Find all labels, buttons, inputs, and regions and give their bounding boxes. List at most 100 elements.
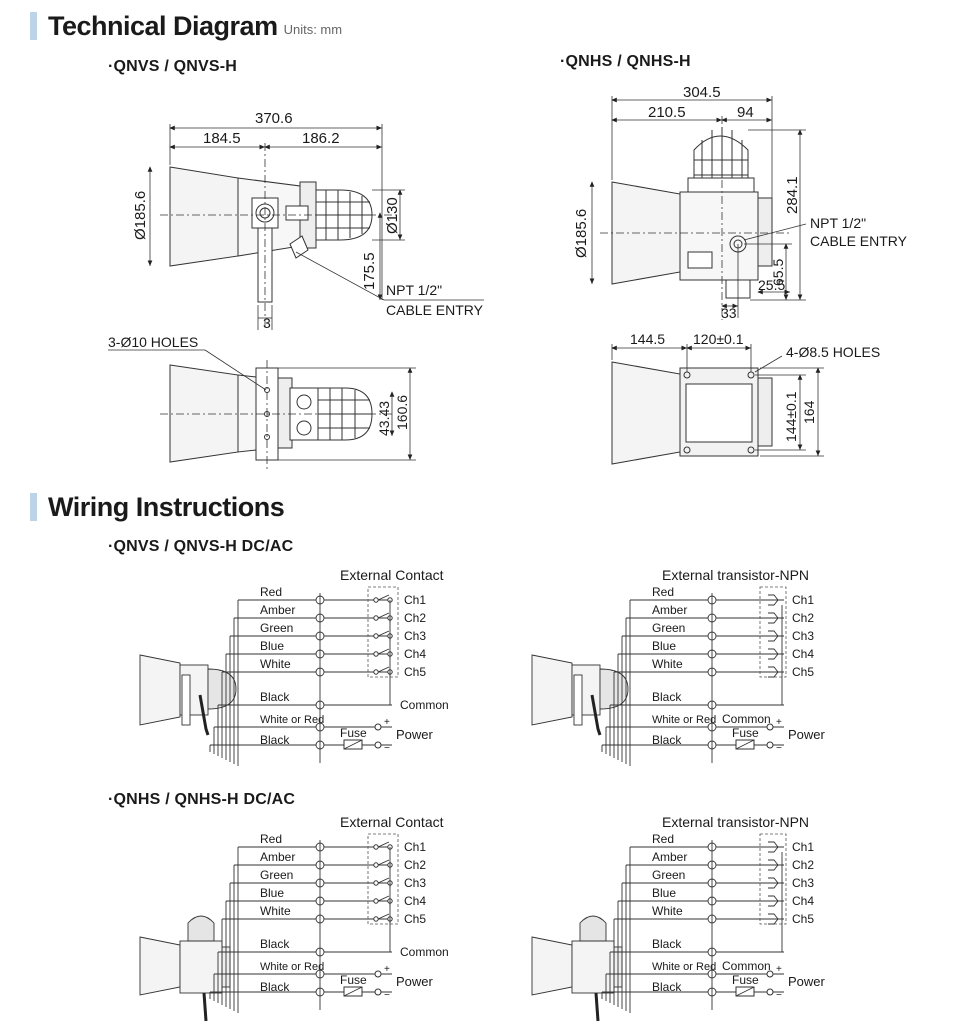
power-terminal-icon: [766, 970, 774, 978]
power-label: Power: [396, 727, 434, 742]
qnhs-contact-wiring: External ContactRedAmberGreenBlueWhiteBl…: [139, 814, 449, 1022]
horn-icon: [531, 654, 573, 726]
power-terminal-icon: [374, 970, 382, 978]
channel-label: Ch2: [792, 611, 814, 625]
white-or-red-label: White or Red: [652, 961, 716, 973]
cable-icon: [198, 694, 210, 736]
black-wire-label: Black: [652, 937, 682, 951]
beacon-icon: [579, 915, 607, 942]
channel-label: Ch3: [404, 629, 426, 643]
contact-icon: [373, 862, 379, 868]
qnvs-dim-total: 370.6: [255, 110, 293, 127]
technical-diagram-header: Technical Diagram Units: mm: [30, 12, 342, 40]
cable-icon: [590, 694, 602, 736]
channel-label: Ch1: [404, 593, 426, 607]
wire-color-label: White: [260, 904, 291, 918]
qnhs-dim-a: 210.5: [648, 104, 686, 121]
housing-icon: [571, 940, 615, 994]
black2-wire-label: Black: [260, 980, 290, 994]
contact-icon: [373, 844, 379, 850]
bracket-icon: [181, 674, 191, 726]
qnvs-cable-entry: CABLE ENTRY: [386, 302, 484, 318]
wire-color-label: Green: [652, 621, 685, 635]
contact-icon: [373, 651, 379, 657]
common-label: Common: [400, 698, 449, 712]
transistor-icon: [768, 913, 779, 925]
qnvs-side-view: [169, 166, 373, 303]
channel-label: Ch5: [404, 665, 426, 679]
channel-label: Ch5: [404, 912, 426, 926]
qnvs-model-title: ·QNVS / QNVS-H: [108, 58, 238, 75]
wire-color-label: Amber: [260, 603, 295, 617]
minus-label: −: [384, 990, 390, 1001]
bracket-icon: [573, 674, 583, 726]
wire-color-label: Amber: [260, 850, 295, 864]
power-label: Power: [788, 974, 826, 989]
channel-label: Ch3: [404, 876, 426, 890]
wire-color-label: Amber: [652, 603, 687, 617]
cable-icon: [594, 992, 600, 1022]
channel-label: Ch5: [792, 665, 814, 679]
npn-title: External transistor-NPN: [662, 814, 809, 830]
power-terminal-icon: [766, 723, 774, 731]
wire-line: [377, 877, 390, 884]
qnhs-dim-25: 25.5: [758, 277, 785, 293]
contact-icon: [373, 669, 379, 675]
qnvs-dim-160: 160.6: [394, 395, 410, 430]
wire-color-label: White: [260, 657, 291, 671]
wire-color-label: Blue: [260, 886, 284, 900]
channel-label: Ch1: [792, 593, 814, 607]
white-or-red-label: White or Red: [260, 961, 324, 973]
qnhs-dim-b: 94: [737, 104, 754, 121]
transistor-icon: [768, 877, 779, 889]
common-label: Common: [722, 712, 771, 726]
transistor-icon: [768, 594, 779, 606]
plus-label: +: [384, 964, 390, 975]
wire-line: [735, 986, 755, 997]
horn-icon: [139, 654, 181, 726]
channel-label: Ch1: [792, 840, 814, 854]
black2-wire-label: Black: [652, 733, 682, 747]
contact-title: External Contact: [340, 567, 444, 583]
power-terminal-icon: [374, 741, 382, 749]
wire-color-label: White: [652, 657, 683, 671]
wire-line: [735, 739, 755, 750]
channel-label: Ch3: [792, 876, 814, 890]
qnvs-contact-wiring: External ContactRedAmberGreenBlueWhiteBl…: [139, 567, 449, 766]
qnvs-dim-3: 3: [263, 315, 271, 331]
qnvs-npn-wiring: External transistor-NPNRedAmberGreenBlue…: [531, 567, 826, 766]
qnhs-dim-65: 65.5: [770, 259, 786, 286]
channel-label: Ch2: [404, 611, 426, 625]
wire-color-label: Blue: [652, 639, 676, 653]
qnvs-dimensions: [147, 124, 484, 330]
qnhs-dim-dia: Ø185.6: [573, 209, 590, 258]
qnhs-dim-h: 284.1: [784, 176, 801, 214]
qnvs-dim-dia: Ø185.6: [132, 191, 149, 240]
channel-label: Ch1: [404, 840, 426, 854]
wiring-diagrams: External ContactRedAmberGreenBlueWhiteBl…: [139, 567, 826, 1022]
contact-icon: [373, 880, 379, 886]
black2-wire-label: Black: [260, 733, 290, 747]
wire-line: [377, 913, 390, 920]
qnhs-dim-164: 164: [801, 400, 817, 424]
wire-line: [377, 895, 390, 902]
channel-label: Ch4: [792, 647, 814, 661]
cable-icon: [202, 992, 208, 1022]
fuse-label: Fuse: [340, 973, 367, 987]
power-terminal-icon: [374, 988, 382, 996]
qnhs-dim-total: 304.5: [683, 84, 721, 101]
qnhs-dim-144b: 144±0.1: [783, 391, 799, 442]
power-label: Power: [396, 974, 434, 989]
switch-box: [367, 586, 399, 678]
white-or-red-label: White or Red: [260, 714, 324, 726]
wire-color-label: Red: [652, 585, 674, 599]
plus-label: +: [776, 964, 782, 975]
qnvs-wiring-title: ·QNVS / QNVS-H DC/AC: [108, 538, 294, 555]
fuse-label: Fuse: [340, 726, 367, 740]
qnvs-top-dimensions: [108, 349, 416, 470]
horn-icon: [139, 936, 181, 996]
switch-box: [759, 586, 787, 678]
qnhs-top-view: [611, 361, 773, 465]
channel-label: Ch2: [792, 858, 814, 872]
